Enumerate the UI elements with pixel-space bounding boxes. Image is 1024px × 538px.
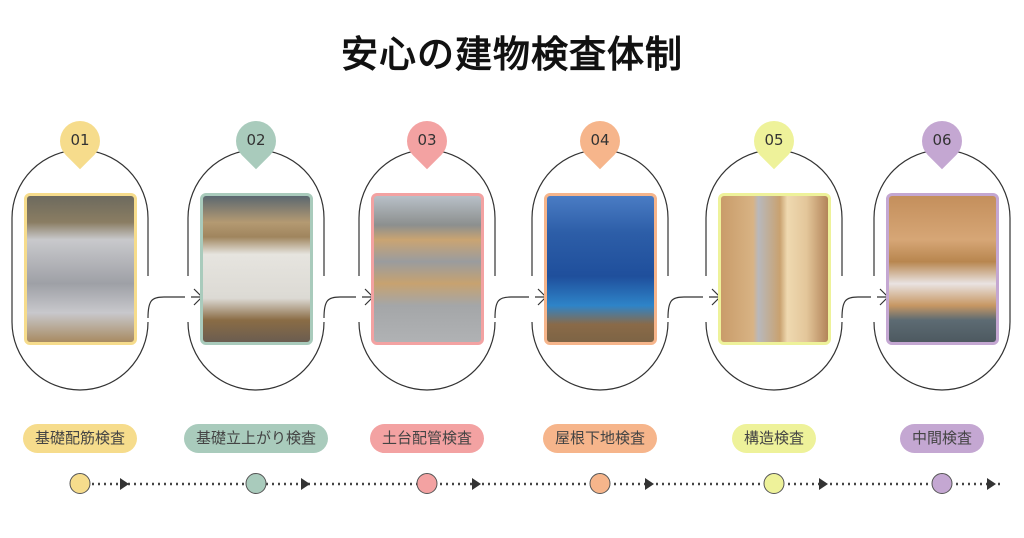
step-number: 03 (417, 131, 437, 149)
outline-gap (665, 276, 671, 322)
connector-line (323, 296, 373, 319)
step-photo (544, 193, 657, 345)
timeline-dot (589, 473, 611, 494)
outline-gap (321, 276, 327, 322)
step-photo (371, 193, 484, 345)
outline-gap (871, 276, 877, 322)
step-photo (24, 193, 137, 345)
step-number: 04 (590, 131, 610, 149)
outline-gap (356, 276, 362, 322)
timeline-arrow-icon (645, 478, 654, 490)
outline-gap (529, 276, 535, 322)
connector-line (494, 296, 546, 319)
connector-line (667, 296, 720, 319)
step-label: 基礎配筋検査 (22, 424, 138, 453)
timeline-arrow-icon (472, 478, 481, 490)
step-number: 01 (70, 131, 90, 149)
timeline-dot (245, 473, 267, 494)
connector-line (841, 296, 888, 319)
step-number: 06 (932, 131, 952, 149)
step-label: 中間検査 (899, 424, 985, 453)
step-label: 構造検査 (731, 424, 817, 453)
timeline-dot (69, 473, 91, 494)
timeline-dot (416, 473, 438, 494)
step-number: 02 (246, 131, 266, 149)
timeline-dot (763, 473, 785, 494)
timeline-arrow-icon (819, 478, 828, 490)
connector-line (147, 296, 202, 319)
outline-gap (703, 276, 709, 322)
timeline-arrow-icon (301, 478, 310, 490)
step-number: 05 (764, 131, 784, 149)
step-label: 土台配管検査 (369, 424, 485, 453)
outline-gap (492, 276, 498, 322)
outline-gap (839, 276, 845, 322)
step-photo (718, 193, 831, 345)
step-photo (886, 193, 999, 345)
outline-gap (145, 276, 151, 322)
outline-gap (185, 276, 191, 322)
timeline-arrow-icon (120, 478, 129, 490)
step-photo (200, 193, 313, 345)
step-label: 基礎立上がり検査 (183, 424, 329, 453)
timeline-arrow-icon (987, 478, 996, 490)
page-title: 安心の建物検査体制 (341, 33, 683, 76)
timeline-dot (931, 473, 953, 494)
step-label: 屋根下地検査 (542, 424, 658, 453)
